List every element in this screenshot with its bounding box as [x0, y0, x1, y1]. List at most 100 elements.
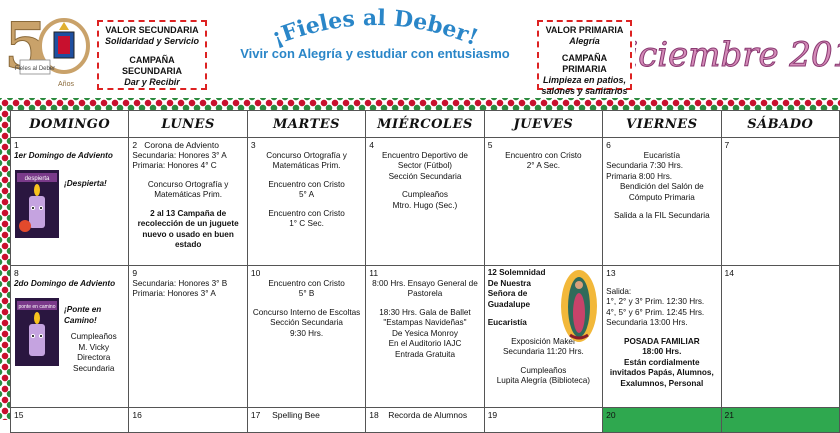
day-cell-21[interactable]: 21 — [720, 407, 840, 433]
day-number: 9 — [132, 268, 138, 278]
weekday-sunday: DOMINGO — [9, 110, 130, 138]
event-text: Encuentro con Cristo — [268, 208, 345, 218]
week-row-2: 8 2do Domingo de Adviento ponte en camin… — [9, 265, 840, 408]
day-number: 21 — [724, 410, 734, 420]
event-text: Secundaria 13:00 Hrs. — [606, 318, 688, 327]
event-text: Sección Secundaria — [388, 171, 462, 181]
event-text: En el Auditorio IAJC — [388, 339, 462, 348]
event-text: Están cordialmente invitados Papás, Alum… — [609, 357, 714, 388]
event-text: Salida a la FIL Secundaria — [613, 211, 710, 220]
day-cell-10[interactable]: 10 Encuentro con Cristo 5° B Concurso In… — [246, 265, 367, 408]
event-text: 5° B — [298, 289, 315, 298]
day-cell-19[interactable]: 19 — [483, 407, 604, 433]
secondary-campana-text: Dar y Recibir — [124, 77, 180, 87]
event-text: 2° A Sec. — [526, 161, 561, 170]
day-number: 8 — [14, 268, 19, 278]
event-text: Salida: — [606, 286, 632, 296]
event-text: Exposición Maker — [511, 336, 576, 346]
motto-banner: ¡Fieles al Deber! Vivir con Alegría y es… — [240, 5, 510, 61]
weekday-wednesday: MIÉRCOLES — [365, 110, 485, 138]
day-number: 4 — [369, 140, 374, 150]
day-cell-18[interactable]: 18 Recorda de Alumnos — [365, 407, 485, 433]
day-number: 13 — [606, 268, 616, 278]
motto-title: ¡Fieles al Deber! — [268, 5, 481, 51]
day-number: 7 — [724, 140, 730, 150]
advent-title: 2do Domingo de Adviento — [14, 278, 116, 288]
advent-candle-image: despierta — [15, 170, 59, 238]
candle-image-label: ponte en camino — [19, 304, 56, 310]
day-cell-4[interactable]: 4 Encuentro Deportivo de Sector (Fútbol)… — [365, 137, 485, 266]
svg-text:Fieles al Deber: Fieles al Deber — [15, 66, 55, 72]
virgin-of-guadalupe-image — [561, 270, 598, 342]
day-cell-14[interactable]: 14 — [720, 265, 840, 408]
event-text: Encuentro con Cristo — [268, 278, 345, 288]
day-cell-16[interactable]: 16 — [128, 407, 248, 433]
month-title: Diciembre 2019 — [635, 35, 840, 75]
advent-quote: ¡Despierta! — [64, 179, 107, 188]
event-text: Primaria 8:00 Hrs. — [606, 171, 673, 181]
school-50-anniversary-logo: 5 Fieles al Deber Años — [4, 9, 90, 88]
event-text: 18:30 Hrs. Gala de Ballet — [379, 307, 471, 317]
day-number: 14 — [724, 268, 734, 278]
event-text: Encuentro con Cristo — [505, 150, 582, 160]
event-text: Concurso Ortografía y Matemáticas Prim. — [147, 179, 229, 200]
event-text: Entrada Gratuita — [394, 349, 456, 359]
month-title-banner: Diciembre 2019 — [635, 35, 840, 76]
weekday-header-row: DOMINGO LUNES MARTES MIÉRCOLES JUEVES VI… — [9, 110, 840, 138]
event-text: 1°, 2° y 3° Prim. 12:30 Hrs. — [606, 297, 705, 306]
event-text: Mtro. Hugo (Sec.) — [392, 200, 458, 210]
day-cell-8[interactable]: 8 2do Domingo de Adviento ponte en camin… — [9, 265, 130, 408]
advent-candle-image: ponte en camino — [15, 298, 59, 366]
weekday-monday: LUNES — [128, 110, 248, 138]
posada-title: POSADA FAMILIAR — [623, 336, 700, 346]
event-text: Encuentro con Cristo — [268, 179, 345, 189]
day-cell-17[interactable]: 17 Spelling Bee — [246, 407, 367, 433]
event-text: 18:00 Hrs. — [642, 347, 682, 356]
day-number: 3 — [250, 140, 256, 150]
day-cell-3[interactable]: 3 Concurso Ortografía y Matemáticas Prim… — [246, 137, 367, 266]
day-number: 5 — [487, 140, 493, 150]
day-number: 20 — [606, 410, 616, 420]
calendar-header: 5 Fieles al Deber Años VALOR SECUNDARIA … — [0, 0, 840, 98]
event-text: "Estampas Navideñas" — [383, 318, 467, 327]
event-text: Secundaria: Honores 3° B — [132, 278, 228, 288]
solemnity-title: 12 Solemnidad De Nuestra Señora de Guada… — [487, 268, 546, 309]
day-cell-6[interactable]: 6 Eucaristía Secundaria 7:30 Hrs. Primar… — [602, 137, 722, 266]
day-cell-11[interactable]: 11 8:00 Hrs. Ensayo General de Pastorela… — [365, 265, 485, 408]
logo-caption: Años — [58, 81, 74, 88]
day-cell-12[interactable]: 12 Solemnidad De Nuestra Señora de Guada… — [483, 265, 604, 408]
event-text: Cumpleaños — [401, 190, 448, 199]
birthday-note: Cumpleaños M. Vicky Directora Secundaria — [62, 332, 125, 374]
day-cell-1[interactable]: 1 1er Domingo de Adviento despierta ¡Des… — [9, 137, 130, 266]
event-text: Bendición del Salón de Cómputo Primaria — [619, 182, 704, 202]
event-text: M. Vicky — [78, 342, 110, 352]
day-cell-20[interactable]: 20 — [602, 407, 722, 433]
event-text: 8:00 Hrs. Ensayo General de Pastorela — [372, 278, 478, 299]
day-cell-13[interactable]: 13 Salida: 1°, 2° y 3° Prim. 12:30 Hrs. … — [602, 265, 722, 408]
event-text: Recorda de Alumnos — [388, 410, 468, 420]
calendar-grid: DOMINGO LUNES MARTES MIÉRCOLES JUEVES VI… — [9, 110, 840, 433]
primary-campana-text: Limpieza en patios, salones y sanitarios — [541, 75, 628, 96]
event-text: Corona de Adviento — [144, 140, 219, 150]
event-text: Secundaria 7:30 Hrs. — [606, 161, 684, 170]
weekday-thursday: JUEVES — [483, 110, 604, 138]
day-cell-2[interactable]: 2 Corona de Adviento Secundaria: Honores… — [128, 137, 248, 266]
event-text: De Yesica Monroy — [391, 328, 458, 338]
day-cell-5[interactable]: 5 Encuentro con Cristo 2° A Sec. — [483, 137, 604, 266]
day-number: 16 — [132, 410, 142, 420]
event-text: 5° A — [298, 190, 315, 199]
day-cell-7[interactable]: 7 — [720, 137, 840, 266]
day-number: 19 — [487, 410, 498, 420]
secondary-values-box: VALOR SECUNDARIA Solidaridad y Servicio … — [97, 20, 207, 90]
event-text: Encuentro Deportivo de Sector (Fútbol) — [381, 150, 468, 171]
secondary-campana-heading: CAMPAÑA SECUNDARIA — [121, 55, 182, 76]
day-cell-15[interactable]: 15 — [9, 407, 130, 433]
week-row-3: 15 16 17 Spelling Bee 18 Recorda de Alum… — [9, 407, 840, 433]
day-cell-9[interactable]: 9 Secundaria: Honores 3° B Primaria: Hon… — [128, 265, 248, 408]
event-text: Primaria: Honores 4° C — [132, 161, 217, 170]
event-text: Sección Secundaria — [270, 318, 343, 327]
event-text: Secundaria — [73, 363, 115, 373]
event-text: Secundaria: Honores 3° A — [132, 150, 227, 160]
primary-valor-heading: VALOR PRIMARIA — [545, 25, 624, 35]
week-row-1: 1 1er Domingo de Adviento despierta ¡Des… — [9, 137, 840, 266]
